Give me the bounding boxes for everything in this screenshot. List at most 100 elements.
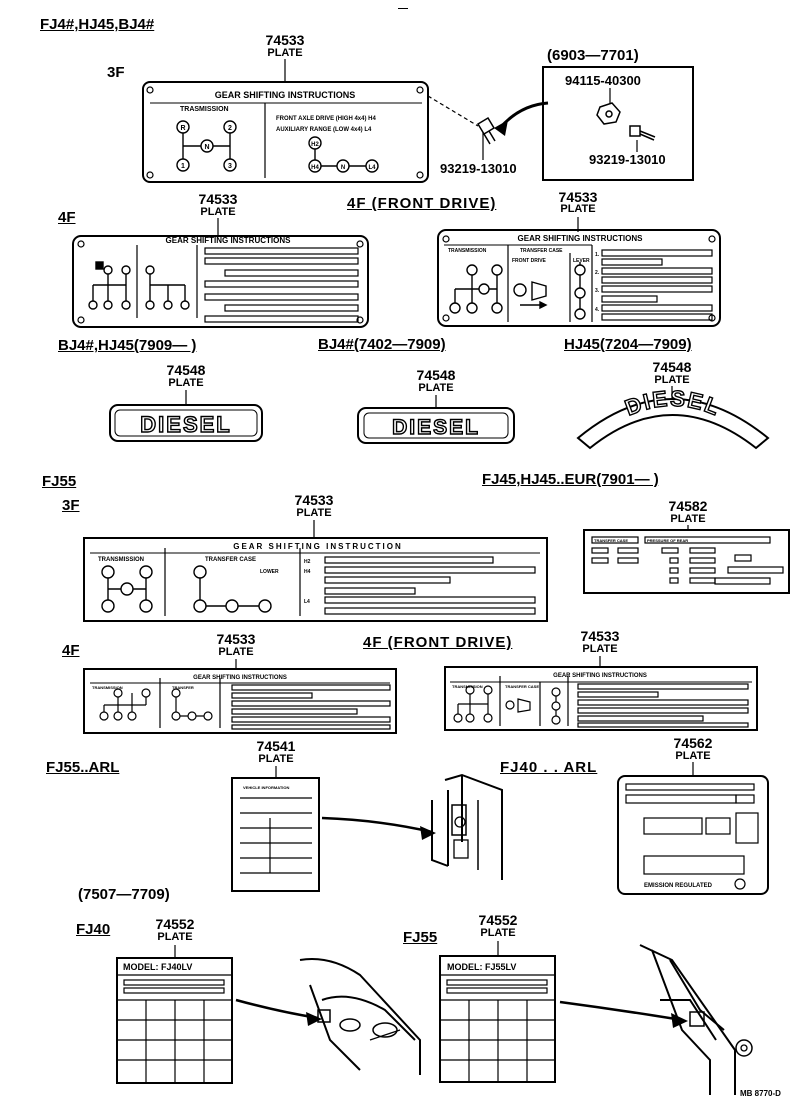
diesel-badge-3 xyxy=(576,398,770,450)
fj55-3f-row-h2: H2 xyxy=(304,559,311,565)
diesel-badge-1-text: DIESEL xyxy=(140,412,231,437)
fj55-arl-part-no: 74541 xyxy=(256,738,296,754)
fj55-4f-front-plate xyxy=(444,666,758,731)
fj4-3f-plate-title: GEAR SHIFTING INSTRUCTIONS xyxy=(215,90,356,100)
diesel-3-models: HJ45(7204—7909) xyxy=(564,336,692,353)
fj4-3f-shift-n: N xyxy=(204,144,209,151)
diesel-2-models: BJ4#(7402—7909) xyxy=(318,336,446,353)
eur-plate xyxy=(583,529,790,594)
eur-header-right: PRESSURE OF REAR xyxy=(647,538,688,543)
diesel-3-part-name: PLATE xyxy=(654,374,690,386)
fj55-4f-front-plate-title: GEAR SHIFTING INSTRUCTIONS xyxy=(553,673,647,679)
diesel-badge-2-text: DIESEL xyxy=(392,416,480,439)
bolt-detail-bolt-part: 93219-13010 xyxy=(589,152,666,167)
fj55-4f-variant: 4F xyxy=(62,642,80,659)
fj4-3f-transmission-label: TRASMISSION xyxy=(180,106,229,113)
fj55-model-part-no: 74552 xyxy=(478,912,518,928)
fj4-4f-front-drive-label: FRONT DRIVE xyxy=(512,258,547,264)
fj4-3f-tc-n: N xyxy=(341,165,345,171)
fj55-4f-plate-title: GEAR SHIFTING INSTRUCTIONS xyxy=(193,675,287,681)
header-models: FJ4#,HJ45,BJ4# xyxy=(40,16,155,33)
fj4-3f-shift-3: 3 xyxy=(228,163,232,170)
bolt-icon xyxy=(476,116,496,145)
fj4-4f-plate-title: GEAR SHIFTING INSTRUCTIONS xyxy=(166,236,292,245)
fj4-4f-front-lever-label: LEVER xyxy=(573,258,590,264)
diesel-2-part-no: 74548 xyxy=(416,367,456,383)
diesel-1-part-no: 74548 xyxy=(166,362,206,378)
detail-arrow-head xyxy=(494,120,508,136)
fj55-arl-plate-header: VEHICLE INFORMATION xyxy=(243,785,289,790)
fj55-3f-variant: 3F xyxy=(62,497,80,514)
fj4-4f-front-row-1: 1. xyxy=(595,252,600,258)
fj55-3f-transfer-label: TRANSFER CASE xyxy=(205,557,256,563)
fj4-4f-front-transmission-label: TRANSMISSION xyxy=(448,248,487,254)
fj40-arl-plate xyxy=(617,775,769,895)
fj55-arl-arrow-head xyxy=(420,826,436,840)
fj55-4f-part-name: PLATE xyxy=(218,646,254,658)
fj55-3f-part-no: 74533 xyxy=(294,492,334,508)
fj55-3f-row-h4: H4 xyxy=(304,569,311,575)
fj4-4f-front-variant: 4F (FRONT DRIVE) xyxy=(347,195,497,212)
fj4-3f-tc-h4: H4 xyxy=(311,165,319,171)
fj4-4f-front-plate xyxy=(437,229,721,327)
fj4-3f-shift-2: 2 xyxy=(228,125,232,132)
fj55-model-arrow xyxy=(559,1000,683,1022)
nut-icon xyxy=(596,102,621,125)
fj40-model-line: MODEL: FJ40LV xyxy=(123,962,192,972)
fj55-4f-part-no: 74533 xyxy=(216,631,256,647)
bolt-detail-icon xyxy=(629,125,656,141)
fj55-door-sketch xyxy=(639,944,753,1095)
fj4-4f-front-row-2: 2. xyxy=(595,270,600,276)
fj4-4f-front-row-3: 3. xyxy=(595,288,600,294)
diesel-1-models: BJ4#,HJ45(7909— ) xyxy=(58,337,197,354)
fj40-model-part-no: 74552 xyxy=(155,916,195,932)
diesel-3-part-no: 74548 xyxy=(652,359,692,375)
fj4-3f-front-axle-text: FRONT AXLE DRIVE (HIGH 4x4) H4 xyxy=(276,116,376,122)
fj55-4f-front-variant: 4F (FRONT DRIVE) xyxy=(363,634,513,651)
eur-part-no: 74582 xyxy=(668,498,708,514)
fj4-4f-front-plate-title: GEAR SHIFTING INSTRUCTIONS xyxy=(518,234,644,243)
diesel-badge-3-text: DIESEL xyxy=(622,386,725,421)
fj55-3f-plate xyxy=(83,537,548,622)
fj4-4f-front-part-name: PLATE xyxy=(560,203,596,215)
fj55-3f-plate-title: GEAR SHIFTING INSTRUCTION xyxy=(233,542,403,551)
fj4-4f-front-transfer-label: TRANSFER CASE xyxy=(520,248,563,254)
bolt-detail-nut-part: 94115-40300 xyxy=(565,73,641,88)
fj55-4f-transmission-label: TRANSMISSION xyxy=(92,685,123,690)
fj4-4f-part-name: PLATE xyxy=(200,206,236,218)
fj4-3f-part-no: 74533 xyxy=(265,32,305,48)
dashed-leader xyxy=(427,95,479,127)
fj4-4f-variant: 4F xyxy=(58,209,76,226)
fj40-model-part-name: PLATE xyxy=(157,931,193,943)
fj40-dash-sketch xyxy=(299,958,421,1075)
fj55-4f-plate xyxy=(83,668,397,734)
fj55-3f-row-l4: L4 xyxy=(304,599,310,605)
fj4-4f-front-row-4: 4. xyxy=(595,307,600,313)
fj4-4f-plate xyxy=(72,235,369,328)
diesel-badge-2 xyxy=(357,407,515,444)
fj55-model-plate xyxy=(439,955,556,1083)
fj55-4f-front-part-no: 74533 xyxy=(580,628,620,644)
fj4-4f-part-no: 74533 xyxy=(198,191,238,207)
fj55-arl-arrow xyxy=(321,816,433,834)
fj40-arl-model: FJ40 . . ARL xyxy=(500,759,598,776)
fj55-4f-front-part-name: PLATE xyxy=(582,643,618,655)
diesel-2-part-name: PLATE xyxy=(418,382,454,394)
fj40-arl-part-name: PLATE xyxy=(675,750,711,762)
fj4-4f-front-part-no: 74533 xyxy=(558,189,598,205)
fj40-model-arrow-head xyxy=(306,1012,322,1026)
fj55-model-label: FJ55 xyxy=(42,473,77,490)
fj55-arl-part-name: PLATE xyxy=(258,753,294,765)
fj40-arl-part-no: 74562 xyxy=(673,735,713,751)
fj4-3f-part-name: PLATE xyxy=(267,47,303,59)
fj55-model-part-name: PLATE xyxy=(480,927,516,939)
fj55-model-line: MODEL: FJ55LV xyxy=(447,962,516,972)
fj55-model-plate-label: FJ55 xyxy=(403,929,438,946)
fj4-3f-shift-r: R xyxy=(180,125,185,132)
fj40-model-arrow xyxy=(235,998,319,1020)
range-7507-label: (7507—7709) xyxy=(78,886,170,903)
fj40-arl-footer: EMISSION REGULATED xyxy=(644,883,713,889)
fj4-3f-plate xyxy=(142,81,429,183)
